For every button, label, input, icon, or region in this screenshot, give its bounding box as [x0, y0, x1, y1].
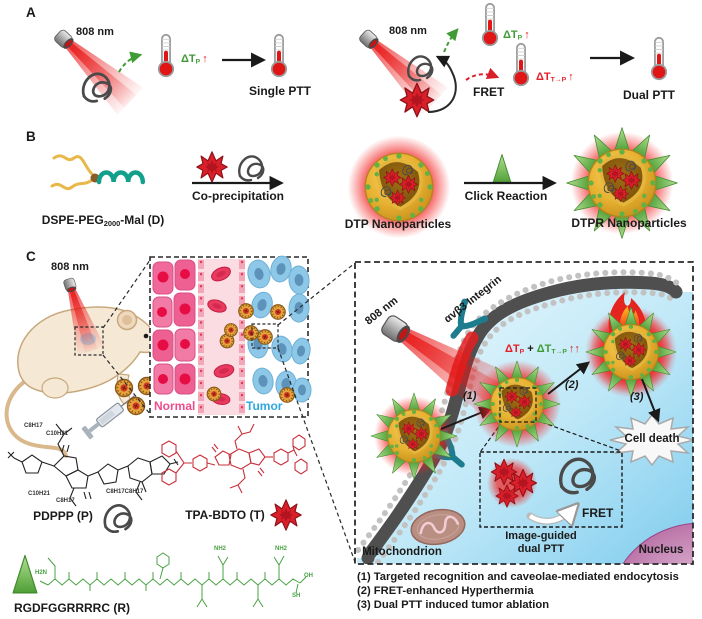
green-dashed-arrow — [443, 28, 459, 53]
dtpr-nanoparticles-label: DTPR Nanoparticles — [571, 216, 687, 230]
panel-b-label: B — [26, 129, 36, 144]
pdppp-polymer-squiggle — [238, 155, 265, 182]
zoom-region-box — [499, 387, 537, 423]
thermometer-icon — [272, 35, 286, 76]
nucleus — [622, 522, 693, 564]
rgd-label: RGDFGGRRRRC (R) — [14, 601, 130, 615]
blood-vessel — [198, 259, 245, 416]
normal-cell-nuclei — [157, 269, 191, 385]
substituent-label: C8H17 — [24, 423, 43, 429]
step1-label: (1) — [463, 390, 477, 402]
cell-inset — [354, 261, 694, 565]
substituent-label: SH — [292, 593, 301, 599]
substituent-label: H2N — [35, 570, 48, 576]
tumor-cells — [238, 255, 312, 403]
dtpr-nanoparticle-heated — [585, 292, 677, 398]
fret-label: FRET — [582, 506, 614, 520]
fret-cycle-arrow — [427, 55, 457, 113]
mouse-eye — [143, 333, 149, 339]
thermometer-icon — [483, 4, 497, 45]
pdppp-polymer-squiggle — [103, 504, 133, 534]
tpa-bdto-label: TPA-BDTO (T) — [185, 508, 265, 522]
zoom-link-line — [277, 347, 356, 563]
click-reaction-label: Click Reaction — [464, 189, 548, 203]
step3-label: (3) — [630, 391, 644, 403]
zoom-link-line — [277, 262, 356, 326]
cell-inset-border — [354, 261, 694, 565]
zoom-region-box — [251, 323, 279, 349]
delta-tp-label: ΔTP↑ — [503, 29, 530, 42]
substituent-label: C8H17C8H17 — [106, 489, 144, 495]
green-dashed-arrow — [118, 51, 143, 73]
substituent-label: C8H17 — [56, 498, 75, 504]
tpa-bdto-star — [196, 151, 228, 183]
mitochondrion — [410, 508, 466, 546]
step2-label: (2) — [565, 379, 579, 391]
dual-ptt-label: Dual PTT — [622, 88, 676, 102]
caption-line-2: (2) FRET-enhanced Hyperthermia — [357, 585, 534, 597]
cell-death-starburst — [609, 413, 693, 467]
rgd-cone — [12, 554, 38, 594]
panel-b — [50, 128, 677, 239]
tpa-bdto-star — [270, 499, 302, 531]
dspe-peg-molecule — [50, 154, 146, 191]
zoom-region-box — [74, 326, 104, 356]
delta-t-sum-label: ΔTP + ΔTT→P↑↑ — [505, 343, 580, 356]
fret-dashed-arrow — [465, 67, 500, 81]
pdppp-label: PDPPP (P) — [33, 509, 93, 523]
panel-a-label: A — [26, 5, 36, 20]
tpa-bdto-structure — [161, 423, 308, 494]
panel-a — [44, 4, 666, 118]
panel-c-label: C — [26, 249, 36, 264]
delta-tp-label: ΔTP↑ — [181, 53, 208, 66]
dtpr-np-icon — [126, 396, 146, 416]
step2-arrow — [547, 361, 591, 395]
fret-energy-arrow — [528, 506, 576, 521]
delta-ttp-label: ΔTT→P↑ — [536, 71, 574, 84]
rgd-cone — [492, 154, 512, 184]
fret-label: FRET — [473, 85, 505, 99]
coprecipitation-label: Co-precipitation — [192, 189, 284, 203]
substituent-label: C10H21 — [46, 431, 69, 437]
laser-wavelength-label: 808 nm — [76, 26, 114, 38]
cell-death-label: Cell death — [624, 433, 680, 445]
zoom-link-line — [102, 354, 151, 415]
tissue-inset — [149, 255, 312, 418]
substituent-label: C10H21 — [28, 491, 51, 497]
mitochondrion-label: Mitochondrion — [362, 546, 442, 558]
dspe-peg-label: DSPE-PEG2000-Mal (D) — [41, 213, 165, 228]
normal-tissue-label: Normal — [154, 399, 196, 413]
pdppp-structure — [7, 423, 179, 507]
dtp-nanoparticles-label: DTP Nanoparticles — [344, 217, 452, 231]
caption-line-1: (1) Targeted recognition and caveolae-me… — [357, 571, 679, 583]
dtpr-nanoparticle-internalized — [473, 360, 561, 448]
substituent-label: NH2 — [275, 546, 288, 552]
panel-c — [4, 255, 694, 608]
mouse-tail — [4, 380, 68, 458]
thermometer-icon — [159, 35, 173, 76]
substituent-label: NH2 — [214, 546, 227, 552]
substituent-label: OH — [304, 573, 313, 579]
nucleus-label: Nucleus — [638, 544, 684, 556]
thermometer-icon — [652, 38, 666, 79]
rgd-structure — [39, 552, 307, 608]
single-ptt-label: Single PTT — [248, 84, 312, 98]
thermometer-icon — [514, 44, 528, 85]
laser-wavelength-label: 808 nm — [51, 261, 89, 273]
laser-wavelength-label: 808 nm — [389, 25, 427, 37]
tumor-tissue-label: Tumor — [246, 399, 283, 413]
step3-arrow — [641, 378, 661, 423]
caption-line-3: (3) Dual PTT induced tumor ablation — [357, 599, 550, 611]
